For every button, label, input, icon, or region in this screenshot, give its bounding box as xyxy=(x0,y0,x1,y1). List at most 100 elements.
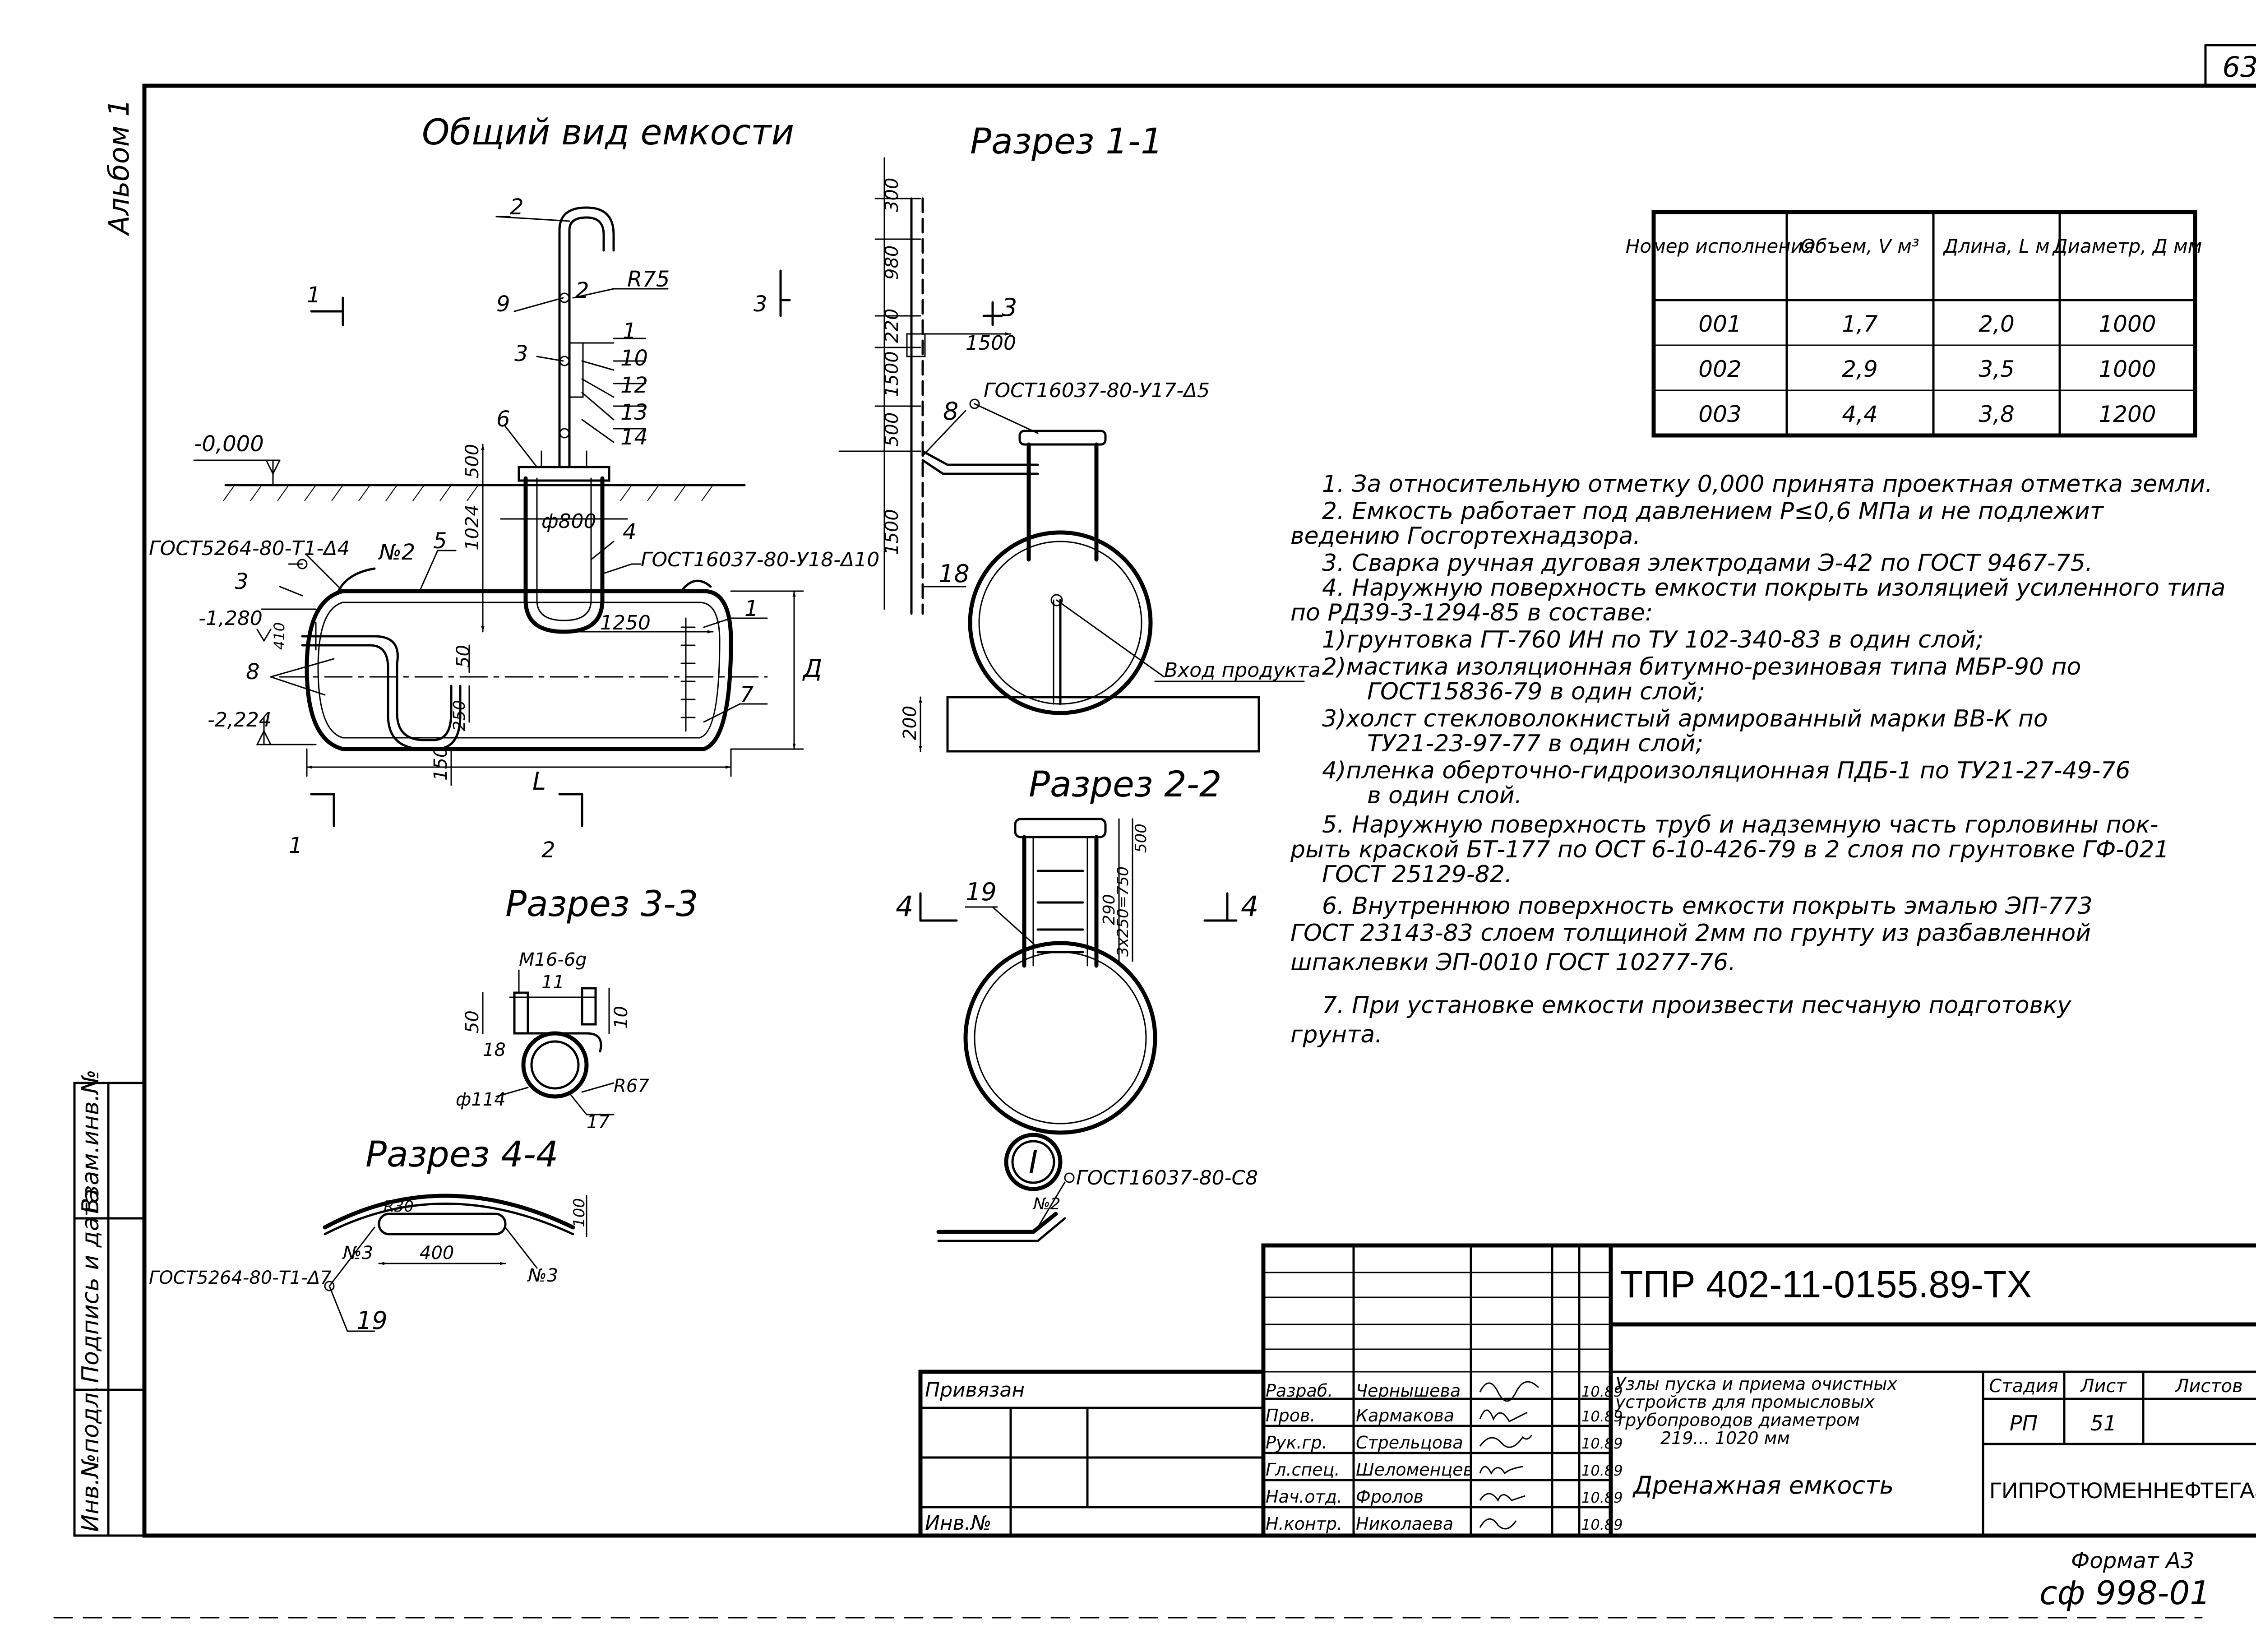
name-2: Стрельцова xyxy=(1356,1433,1463,1453)
side-strip: Взам.инв.№ Подпись и дата Инв.№подл. xyxy=(73,1069,146,1537)
date-2: 10.89 xyxy=(1581,1435,1623,1452)
pos-4: 4 xyxy=(623,519,637,545)
s22-c4b: 4 xyxy=(1241,890,1258,923)
notes: 1. За относительную отметку 0,000 принят… xyxy=(1290,471,2225,1048)
s44-d400: 400 xyxy=(420,1243,454,1263)
th-volume: Объем, V м³ xyxy=(1800,235,1919,257)
td-r1c3: 2,0 xyxy=(1979,311,2015,337)
s22-pos19: 19 xyxy=(966,878,997,906)
note-1: 1. За относительную отметку 0,000 принят… xyxy=(1322,471,2213,498)
section-4-4: ГОСТ5264-80-Т1-Δ7 19 №3 №3 R30 400 100 xyxy=(149,1194,588,1335)
s11-pos18: 18 xyxy=(938,560,970,588)
s11-d300: 300 xyxy=(882,178,902,212)
stage-value: РП xyxy=(2010,1411,2038,1435)
s11-gost: ГОСТ16037-80-У17-Δ5 xyxy=(984,379,1210,402)
dim-150: 150 xyxy=(430,746,451,781)
dim-500: 500 xyxy=(462,444,483,478)
doc-code: ТПР 402-11-0155.89-ТХ xyxy=(1620,1263,2032,1305)
pos-6: 6 xyxy=(496,407,510,432)
pos-5: 5 xyxy=(433,528,447,554)
album-label: Альбом 1 xyxy=(102,99,135,236)
side-vzam: Взам.инв.№ xyxy=(77,1069,104,1214)
code2-label: сф 998-01 xyxy=(2039,1574,2210,1612)
sheet-label: Лист xyxy=(2080,1376,2127,1397)
td-r3c4: 1200 xyxy=(2099,401,2156,427)
role-4: Нач.отд. xyxy=(1266,1487,1342,1507)
pos-9: 9 xyxy=(496,292,510,317)
title-line-1: устройств для промысловых xyxy=(1615,1392,1875,1412)
note-7: 7. При установке емкости произвести песч… xyxy=(1322,992,2072,1019)
name-0: Чернышева xyxy=(1356,1381,1461,1401)
th-number: Номер исполнения xyxy=(1626,235,1815,257)
s44-n3a: №3 xyxy=(342,1243,373,1263)
pos-3b: 3 xyxy=(235,569,249,594)
level-2224: -2,224 xyxy=(208,708,272,731)
section-1-1: 300 980 220 1500 500 1500 3 1500 xyxy=(838,157,1321,753)
pos-7: 7 xyxy=(740,682,754,707)
note-2: 2. Емкость работает под давлением Р≤0,6 … xyxy=(1322,498,2104,525)
dim-250: 250 xyxy=(450,700,469,731)
s11-w1500: 1500 xyxy=(966,332,1016,355)
s22-c4a: 4 xyxy=(896,890,913,923)
role-1: Пров. xyxy=(1266,1406,1315,1425)
pos-2: 2 xyxy=(510,194,524,220)
stack-14: 14 xyxy=(620,425,648,450)
s44-r30: R30 xyxy=(384,1198,414,1216)
s44-gost: ГОСТ5264-80-Т1-Δ7 xyxy=(149,1268,332,1288)
inv-label: Инв.№ xyxy=(925,1512,991,1535)
s33-d50: 50 xyxy=(462,1010,483,1033)
s44-pos19: 19 xyxy=(356,1306,388,1335)
stack-1: 1 xyxy=(623,319,637,344)
s22-d750: 3х250=750 xyxy=(1114,866,1132,957)
s11-d500: 500 xyxy=(882,412,902,447)
s22-d290: 290 xyxy=(1100,894,1119,925)
date-1: 10.89 xyxy=(1581,1408,1623,1425)
drawing-name: Дренажная емкость xyxy=(1632,1471,1894,1499)
dim-50: 50 xyxy=(453,645,474,668)
detail-n2: №2 xyxy=(1032,1195,1060,1213)
note-6: 6. Внутреннюю поверхность емкости покрыт… xyxy=(1322,893,2093,920)
role-2: Рук.гр. xyxy=(1266,1433,1327,1453)
dim-1024: 1024 xyxy=(462,504,483,551)
stack-10: 10 xyxy=(620,346,648,371)
td-r2c1: 002 xyxy=(1698,356,1741,382)
data-table: Номер исполнения Объем, V м³ Длина, L м … xyxy=(1626,210,2202,438)
note-5b: рыть краской БТ-177 по ОСТ 6-10-426-79 в… xyxy=(1290,836,2169,863)
note-3: 3. Сварка ручная дуговая электродами Э-4… xyxy=(1322,550,2093,577)
s22-d500: 500 xyxy=(1132,824,1150,853)
s11-d1500b: 1500 xyxy=(882,509,902,555)
cut-1-bottom: 1 xyxy=(289,833,303,858)
th-length: Длина, L м xyxy=(1942,235,2049,257)
td-r2c2: 2,9 xyxy=(1842,356,1878,382)
th-diameter: Диаметр, Д мм xyxy=(2052,235,2202,257)
note-4-1: 1)грунтовка ГТ-760 ИН по ТУ 102-340-83 в… xyxy=(1322,626,1983,653)
note-5c: ГОСТ 25129-82. xyxy=(1322,861,1512,888)
title-sec44: Разрез 4-4 xyxy=(365,1134,558,1175)
title-line-0: Узлы пуска и приема очистных xyxy=(1615,1374,1897,1394)
note-7b: грунта. xyxy=(1290,1021,1382,1048)
s11-d200: 200 xyxy=(900,706,920,740)
name-1: Кармакова xyxy=(1356,1406,1454,1425)
sheet-number: 63 xyxy=(2223,51,2256,83)
detail-I: I ГОСТ16037-80-С8 №2 xyxy=(936,1133,1258,1242)
format-label: Формат А3 xyxy=(2071,1548,2194,1573)
pos-1-ring: 1 xyxy=(744,596,758,621)
s44-d100: 100 xyxy=(570,1198,588,1227)
level-0: -0,000 xyxy=(194,431,264,457)
td-r1c2: 1,7 xyxy=(1842,311,1878,337)
date-3: 10.89 xyxy=(1581,1462,1623,1479)
s11-d980: 980 xyxy=(882,245,902,280)
s33-pos17: 17 xyxy=(587,1112,610,1133)
s44-n3b: №3 xyxy=(527,1265,558,1286)
title-line-2: трубопроводов диаметром xyxy=(1615,1410,1860,1430)
td-r3c1: 003 xyxy=(1698,401,1741,427)
note-4-3b: ТУ21-23-97-77 в один слой; xyxy=(1367,730,1703,757)
note-6b: ГОСТ 23143-83 слоем толщиной 2мм по грун… xyxy=(1290,920,2091,947)
sheet-value: 51 xyxy=(2090,1411,2117,1435)
gost-b: ГОСТ16037-80-У18-Δ10 xyxy=(641,548,879,571)
cut-3: 3 xyxy=(754,292,767,317)
gost-a: ГОСТ5264-80-Т1-Δ4 xyxy=(149,537,350,560)
dim-L: L xyxy=(532,767,546,796)
s11-d220: 220 xyxy=(882,309,902,343)
note-4-2: 2)мастика изоляционная битумно-резиновая… xyxy=(1322,653,2081,680)
